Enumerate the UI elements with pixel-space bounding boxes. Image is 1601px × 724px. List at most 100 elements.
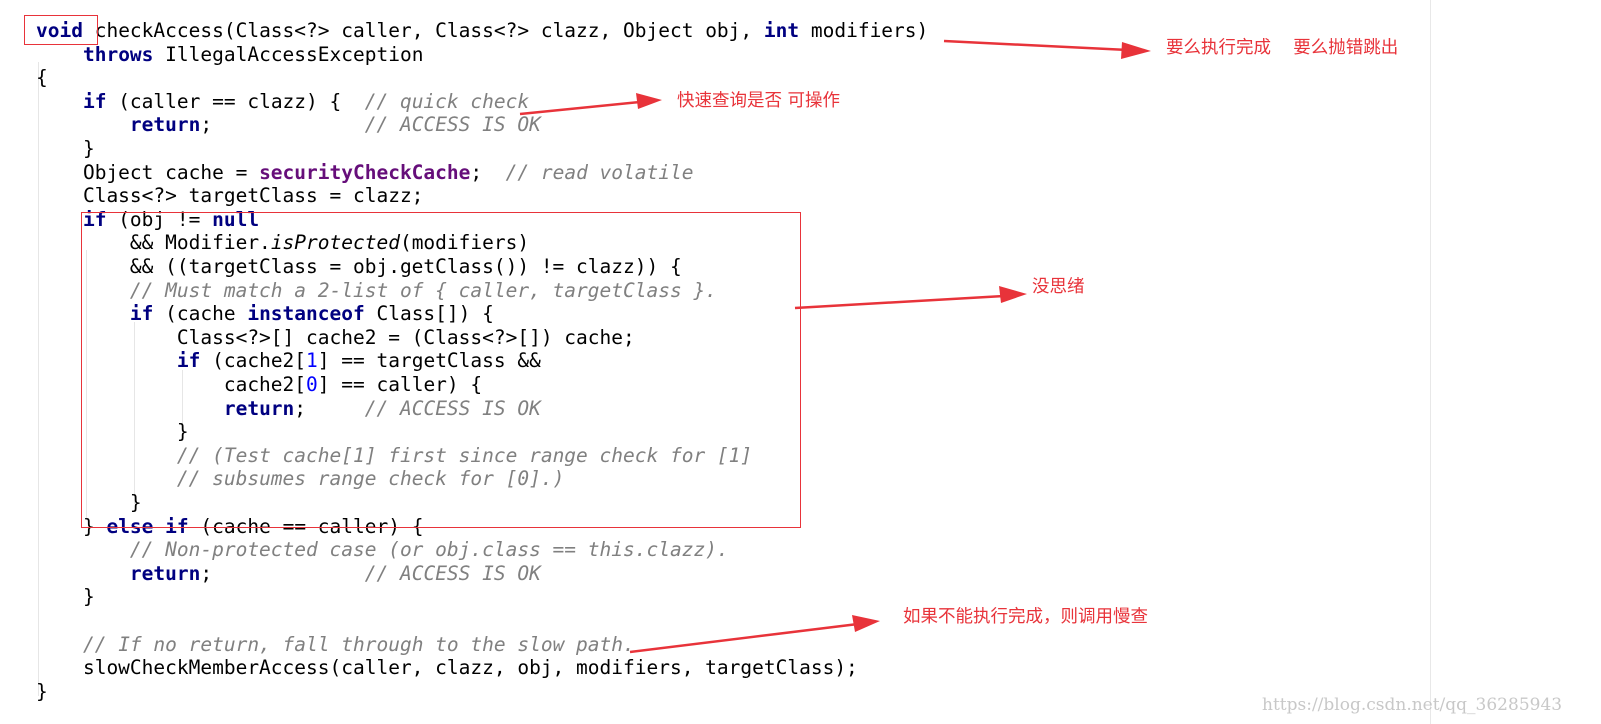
code-token: } bbox=[36, 420, 189, 444]
code-token: IllegalAccessException bbox=[153, 42, 424, 66]
code-line: // If no return, fall through to the slo… bbox=[36, 633, 635, 657]
code-keyword: return bbox=[129, 561, 201, 585]
editor-right-margin-line bbox=[1430, 0, 1431, 724]
code-comment: // subsumes range check for [0].) bbox=[176, 467, 565, 491]
code-token: { bbox=[36, 66, 48, 90]
indent-guide bbox=[38, 62, 39, 696]
code-line: Object cache = securityCheckCache; // re… bbox=[36, 160, 694, 185]
code-token: 0 bbox=[306, 373, 318, 396]
code-token: (cache == caller) { bbox=[188, 514, 424, 538]
code-line: slowCheckMemberAccess(caller, clazz, obj… bbox=[36, 656, 858, 680]
void-highlight-box bbox=[24, 15, 98, 45]
code-comment: // Non-protected case (or obj.class == t… bbox=[129, 538, 729, 562]
code-line: { bbox=[36, 66, 48, 90]
code-keyword: else bbox=[106, 514, 154, 538]
code-token: ; bbox=[470, 160, 506, 184]
arrow-line-quick-check bbox=[519, 100, 641, 116]
arrow-head-quick-check bbox=[636, 93, 662, 109]
code-token: isProtected bbox=[270, 231, 400, 255]
code-line: throws IllegalAccessException bbox=[36, 43, 423, 67]
code-line: } bbox=[36, 491, 142, 515]
code-line: if (caller == clazz) { // quick check bbox=[36, 90, 529, 114]
code-token: securityCheckCache bbox=[259, 160, 471, 184]
code-token: && Modifier. bbox=[36, 231, 271, 255]
code-comment: // read volatile bbox=[505, 160, 694, 184]
code-token: ; bbox=[200, 113, 365, 137]
code-comment: // ACCESS IS OK bbox=[364, 396, 541, 420]
code-token: Object cache = bbox=[36, 160, 260, 184]
code-line: // subsumes range check for [0].) bbox=[36, 467, 564, 491]
code-keyword: if bbox=[176, 349, 201, 373]
code-line: } bbox=[36, 680, 48, 704]
code-comment: // ACCESS IS OK bbox=[364, 113, 541, 137]
code-comment: // (Test cache[1] first since range chec… bbox=[176, 443, 753, 467]
cache-block-note: 没思绪 bbox=[1032, 277, 1085, 297]
code-token: ] == caller) { bbox=[317, 373, 483, 396]
code-line: } bbox=[36, 137, 95, 161]
arrow-line-cache-block bbox=[794, 294, 1005, 310]
arrow-line-method bbox=[943, 39, 1129, 52]
quick-check-note: 快速查询是否 可操作 bbox=[677, 91, 841, 111]
code-token: Class<?>[] cache2 = (Class<?>[]) cache; bbox=[36, 325, 635, 349]
slow-path-note: 如果不能执行完成，则调用慢查 bbox=[903, 607, 1148, 627]
code-comment: // If no return, fall through to the slo… bbox=[82, 632, 635, 656]
code-keyword: throws bbox=[82, 42, 154, 66]
code-line: && Modifier.isProtected(modifiers) bbox=[36, 231, 529, 255]
code-keyword: if bbox=[165, 514, 189, 538]
code-line: // Must match a 2-list of { caller, targ… bbox=[36, 279, 717, 303]
code-token: (modifiers) bbox=[399, 231, 530, 255]
method-note: 要么执行完成 要么抛错跳出 bbox=[1166, 38, 1399, 58]
code-token: 1 bbox=[306, 349, 318, 373]
code-token: } bbox=[36, 137, 95, 160]
indent-guide bbox=[182, 370, 183, 432]
code-comment: // ACCESS IS OK bbox=[364, 561, 541, 585]
code-token: ] == targetClass && bbox=[317, 349, 541, 373]
code-line: } bbox=[36, 420, 189, 444]
code-line: return; // ACCESS IS OK bbox=[36, 397, 541, 421]
code-line: if (cache2[1] == targetClass && bbox=[36, 349, 541, 373]
indent-guide bbox=[86, 250, 87, 518]
code-token: ; bbox=[200, 561, 365, 585]
code-token: Class[]) { bbox=[364, 302, 494, 326]
code-line: } else if (cache == caller) { bbox=[36, 514, 424, 539]
code-line: Class<?>[] cache2 = (Class<?>[]) cache; bbox=[36, 326, 635, 350]
code-comment: // Must match a 2-list of { caller, targ… bbox=[129, 278, 717, 302]
code-line: return; // ACCESS IS OK bbox=[36, 113, 541, 137]
code-token: (cache2[ bbox=[200, 349, 307, 373]
code-token: } bbox=[36, 514, 107, 538]
code-token: (obj != bbox=[106, 207, 213, 231]
code-line: Class<?> targetClass = clazz; bbox=[36, 184, 423, 208]
code-token: modifiers) bbox=[799, 19, 929, 42]
code-keyword: void bbox=[36, 19, 83, 42]
code-keyword: return bbox=[129, 113, 201, 137]
code-token: } bbox=[36, 491, 142, 514]
code-keyword: if bbox=[82, 89, 107, 113]
code-line: if (obj != null bbox=[36, 208, 259, 232]
arrow-head-method bbox=[1121, 42, 1151, 59]
code-line: if (cache instanceof Class[]) { bbox=[36, 302, 494, 326]
indent-guide bbox=[134, 322, 135, 504]
code-token: slowCheckMemberAccess(caller, clazz, obj… bbox=[36, 656, 858, 680]
code-keyword: if bbox=[82, 207, 107, 231]
arrow-head-slow-path bbox=[852, 615, 880, 632]
code-line: return; // ACCESS IS OK bbox=[36, 562, 541, 586]
code-line: void checkAccess(Class<?> caller, Class<… bbox=[36, 19, 928, 43]
code-line: cache2[0] == caller) { bbox=[36, 373, 482, 397]
code-token: checkAccess(Class<?> caller, Class<?> cl… bbox=[82, 19, 764, 42]
code-token: } bbox=[36, 679, 48, 703]
cache-block-highlight-box bbox=[81, 212, 801, 528]
code-token: (caller == clazz) { bbox=[106, 89, 365, 113]
code-token: } bbox=[36, 585, 95, 609]
watermark: https://blog.csdn.net/qq_36285943 bbox=[1262, 695, 1563, 715]
code-token: (cache bbox=[153, 302, 248, 326]
code-line: // Non-protected case (or obj.class == t… bbox=[36, 538, 729, 562]
arrow-head-cache-block bbox=[999, 286, 1027, 303]
arrow-line-slow-path bbox=[629, 622, 859, 654]
code-token: ; bbox=[294, 396, 365, 420]
code-token: Class<?> targetClass = clazz; bbox=[36, 184, 424, 208]
code-line: && ((targetClass = obj.getClass()) != cl… bbox=[36, 255, 682, 279]
code-token: cache2[ bbox=[36, 373, 307, 396]
code-keyword: return bbox=[223, 396, 295, 420]
code-keyword: null bbox=[212, 207, 260, 231]
